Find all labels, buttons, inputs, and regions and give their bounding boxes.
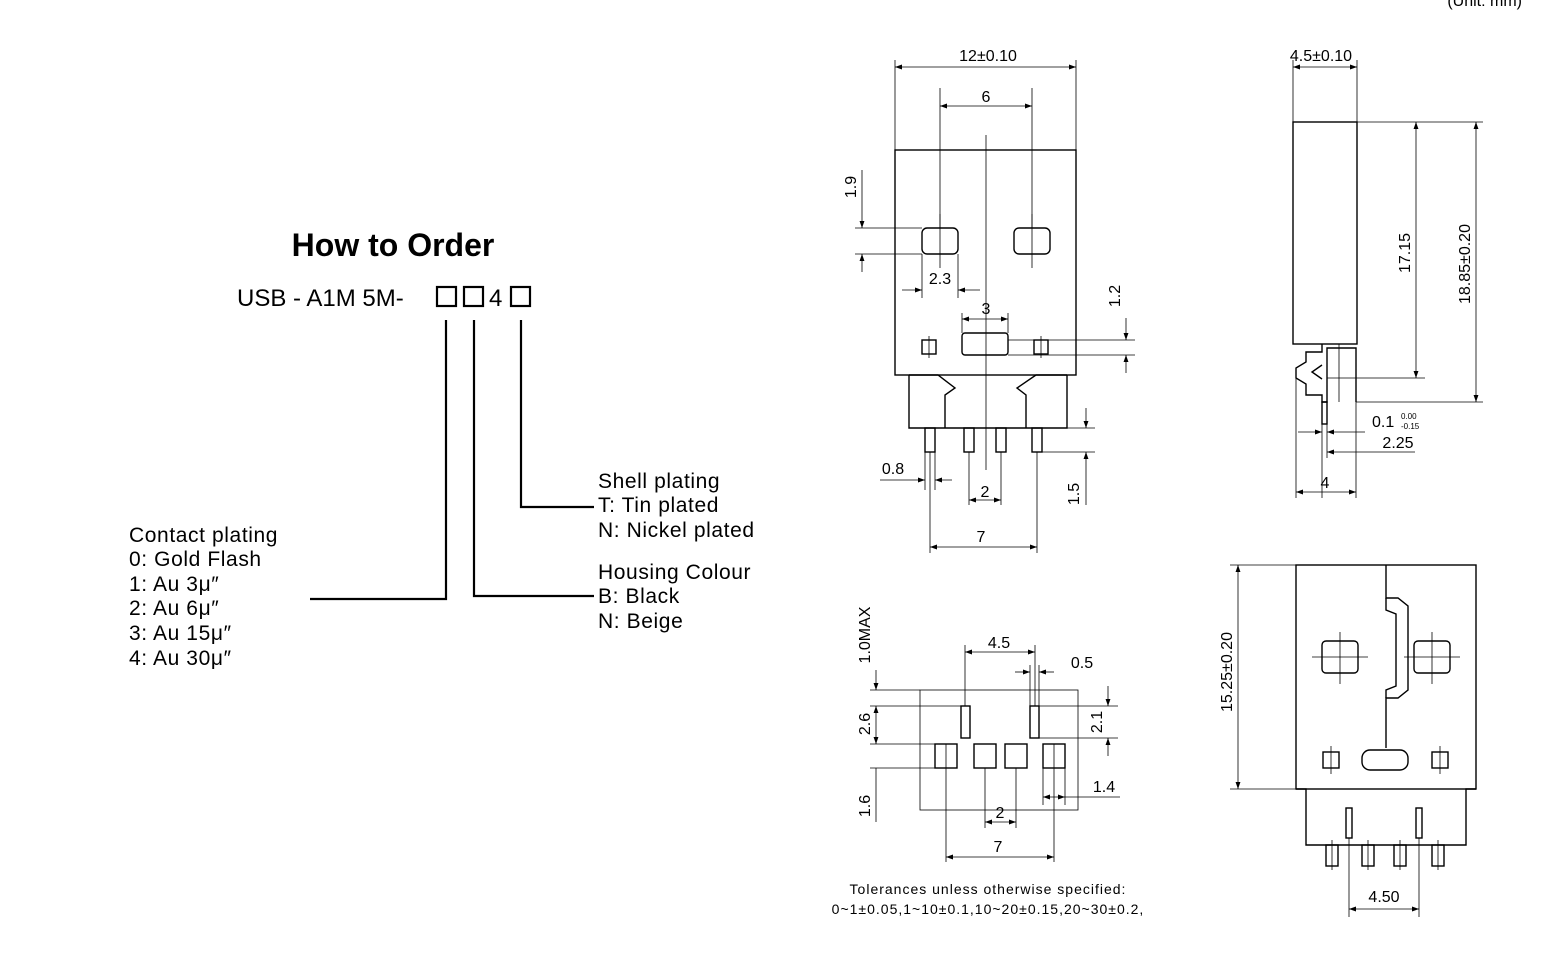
dim-front-slot-h: 1.2 xyxy=(1107,285,1124,307)
dim-side-len-b: 18.85±0.20 xyxy=(1457,224,1474,304)
dim-front-width: 12±0.10 xyxy=(959,48,1017,65)
shell-plating-heading: Shell plating xyxy=(598,470,720,493)
shell-plating-option: T: Tin plated xyxy=(598,494,719,517)
contact-plating-option: 4: Au 30μ″ xyxy=(129,647,232,670)
contact-plating-option: 0: Gold Flash xyxy=(129,548,262,571)
dim-front-pin-span: 7 xyxy=(977,529,986,546)
unit-note: (Unit: mm) xyxy=(1447,0,1522,10)
dim-front-pin-w: 0.8 xyxy=(882,461,904,478)
dim-side-len-a: 17.15 xyxy=(1397,233,1414,273)
dim-front-slot-w: 3 xyxy=(982,301,991,318)
how-to-order: How to Order USB - A1M 5M- 4 Shell plati… xyxy=(129,227,755,670)
order-code-digit: 4 xyxy=(489,285,502,312)
housing-colour-legend: Housing Colour B: Black N: Beige xyxy=(598,561,751,633)
dim-side-offset: 0.1 xyxy=(1372,414,1394,431)
footprint-outline xyxy=(919,689,1079,811)
dim-fp-pitch: 2 xyxy=(996,805,1005,822)
dim-fp-pad-len: 1.6 xyxy=(857,795,874,817)
side-view: 4.5±0.10 17.15 18.85±0.20 0.1 0.00 -0.15… xyxy=(1290,48,1483,498)
housing-colour-heading: Housing Colour xyxy=(598,561,751,584)
order-code-prefix: USB - A1M 5M- xyxy=(237,285,404,312)
dim-side-width-b: 4 xyxy=(1321,475,1330,492)
tolerance-note: Tolerances unless otherwise specified: 0… xyxy=(832,881,1145,917)
front-shell xyxy=(894,149,1077,376)
shell-plating-option: N: Nickel plated xyxy=(598,519,755,542)
code-box-shell xyxy=(509,285,532,308)
shell-plating-legend: Shell plating T: Tin plated N: Nickel pl… xyxy=(598,470,755,542)
contact-plating-legend: Contact plating 0: Gold Flash 1: Au 3μ″ … xyxy=(129,524,278,670)
front-slot xyxy=(961,332,1009,356)
tolerance-line-1: Tolerances unless otherwise specified: xyxy=(850,881,1127,897)
contact-plating-heading: Contact plating xyxy=(129,524,278,547)
dim-front-inner: 6 xyxy=(982,89,991,106)
code-box-contact xyxy=(435,285,458,308)
dim-fp-span-top: 4.5 xyxy=(988,635,1010,652)
contact-plating-option: 1: Au 3μ″ xyxy=(129,573,219,596)
dim-front-window-h: 1.9 xyxy=(843,176,860,198)
leader-housing xyxy=(472,320,594,598)
contact-plating-option: 2: Au 6μ″ xyxy=(129,597,219,620)
dim-top-pin-span: 4.50 xyxy=(1368,889,1399,906)
code-box-housing xyxy=(462,285,485,308)
contact-plating-option: 3: Au 15μ″ xyxy=(129,622,232,645)
dim-fp-peg-h: 2.1 xyxy=(1089,711,1106,733)
front-view: 12±0.10 6 1.9 2.3 3 1.2 0.8 xyxy=(843,48,1135,553)
top-view: 15.25±0.20 4.50 xyxy=(1219,564,1477,917)
housing-colour-option: N: Beige xyxy=(598,610,683,633)
tolerance-line-2: 0~1±0.05,1~10±0.1,10~20±0.15,20~30±0.2, xyxy=(832,901,1145,917)
leader-shell xyxy=(519,320,594,509)
footprint-view: 1.0MAX 2.6 1.6 4.5 0.5 2.1 1.4 2 xyxy=(857,606,1120,862)
dim-side-offset-lower: -0.15 xyxy=(1401,422,1420,431)
leader-contact xyxy=(310,320,448,601)
side-body xyxy=(1292,121,1358,345)
housing-colour-option: B: Black xyxy=(598,585,680,608)
dim-front-pin-pitch: 2 xyxy=(981,484,990,501)
dim-fp-peg-w: 0.5 xyxy=(1071,655,1093,672)
dim-side-thickness: 4.5±0.10 xyxy=(1290,48,1352,65)
dim-side-offset-upper: 0.00 xyxy=(1401,412,1417,421)
dim-front-pin-len: 1.5 xyxy=(1066,483,1083,505)
dim-fp-max-h: 1.0MAX xyxy=(857,606,874,663)
order-title: How to Order xyxy=(292,227,495,263)
dim-fp-span: 7 xyxy=(994,839,1003,856)
dim-fp-row-gap: 2.6 xyxy=(857,713,874,735)
dim-top-length: 15.25±0.20 xyxy=(1219,632,1236,712)
dim-side-width-a: 2.25 xyxy=(1382,435,1413,452)
dim-fp-pad-w: 1.4 xyxy=(1093,779,1115,796)
dim-front-window-w: 2.3 xyxy=(929,271,951,288)
